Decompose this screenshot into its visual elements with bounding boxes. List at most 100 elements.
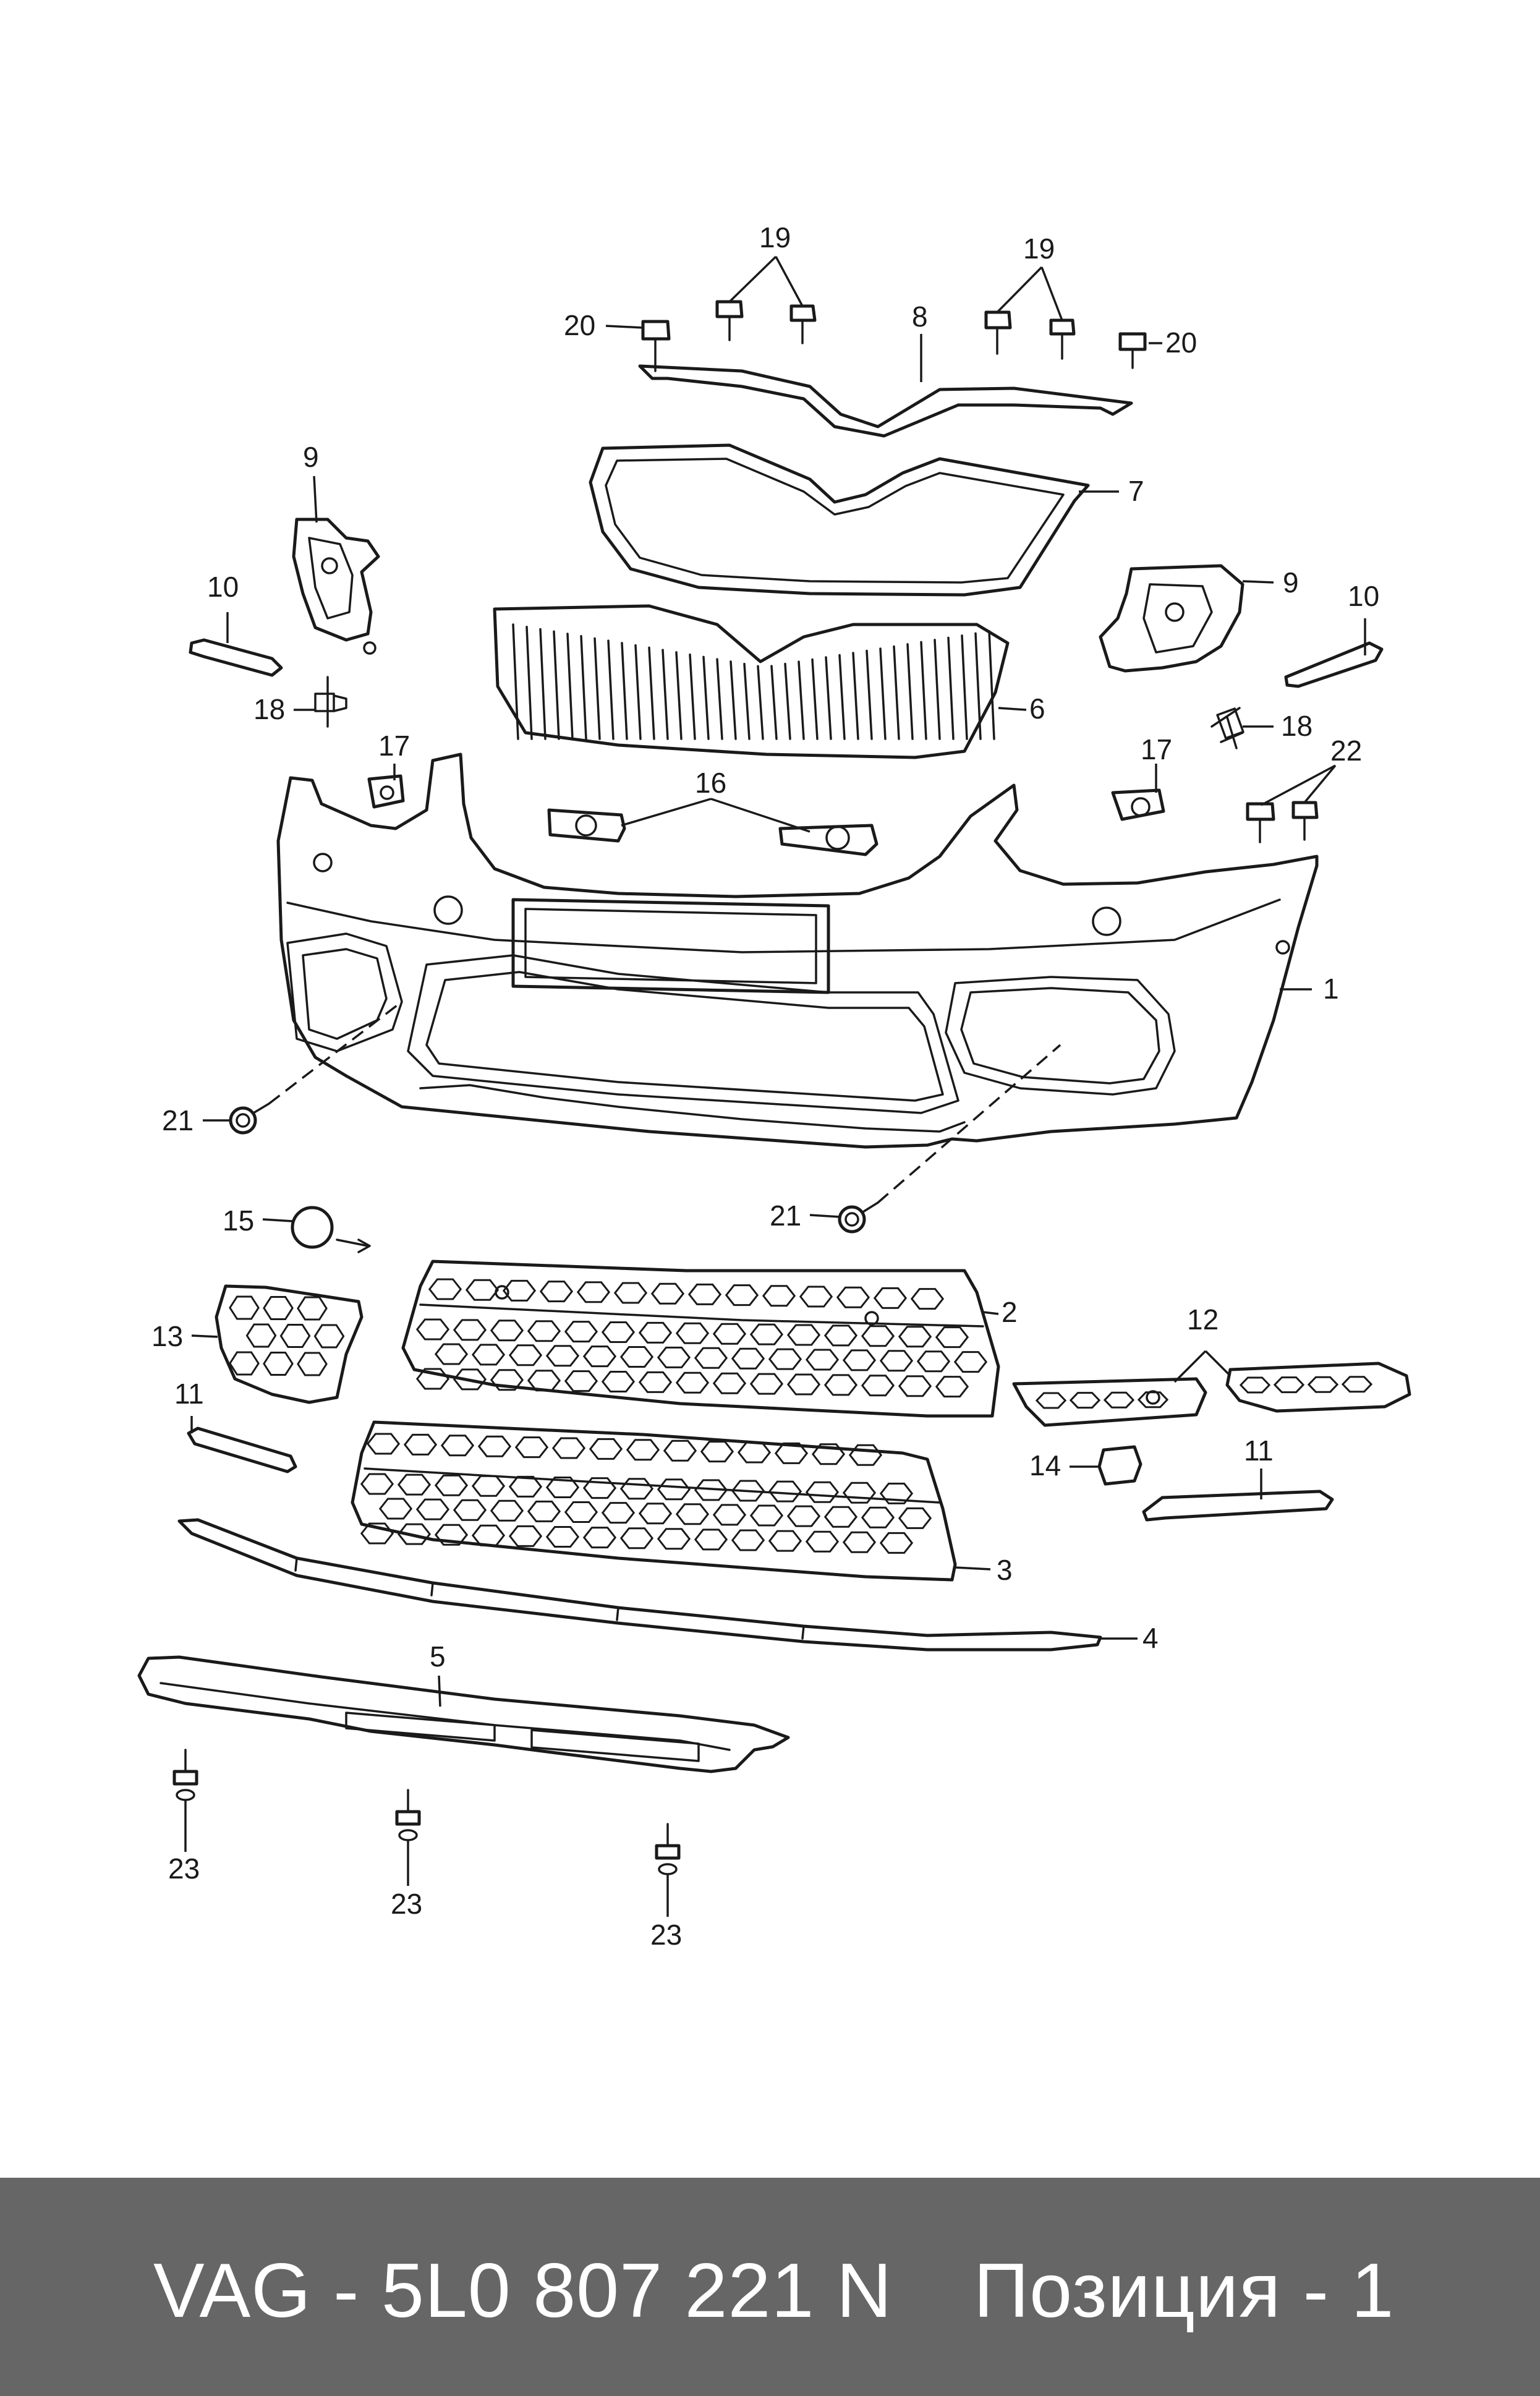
grille-cell (731, 1480, 765, 1502)
grille-cell (545, 1526, 580, 1548)
part-12-fog-cover-right (1225, 1362, 1411, 1413)
part-3-lower-grille (351, 1420, 957, 1582)
part-21-screw-left (229, 1102, 270, 1135)
grille-cell (712, 1323, 747, 1345)
fastener-20-right (1118, 332, 1147, 369)
grille-cell (953, 1351, 988, 1373)
grille-cell (601, 1371, 636, 1392)
grille-cell (471, 1524, 506, 1546)
part-14-insert (1097, 1445, 1142, 1486)
grille-cell (749, 1323, 784, 1345)
part-number-text: VAG - 5L0 807 221 N (153, 2248, 893, 2334)
part-17-nut-right (1111, 788, 1165, 821)
grille-slat (648, 646, 655, 740)
callout-1: 1 (1323, 973, 1339, 1005)
grille-slat (566, 633, 574, 740)
grille-cell (360, 1522, 394, 1545)
grille-cell (545, 1477, 580, 1498)
grille-cell (700, 1441, 734, 1463)
callout-9: 9 (303, 441, 319, 473)
grille-cell (836, 1286, 870, 1308)
grille-cell (626, 1439, 660, 1461)
fastener-19-right-b (1049, 318, 1076, 360)
callout-10: 10 (207, 571, 239, 603)
grille-cell (848, 1444, 883, 1466)
grille-cell (1239, 1376, 1271, 1394)
grille-cell (582, 1477, 617, 1499)
grille-cell (601, 1321, 636, 1343)
callout-19: 19 (759, 221, 791, 254)
grille-slat (662, 649, 669, 740)
grille-cell (731, 1347, 765, 1370)
grille-cell (619, 1527, 654, 1550)
grille-cell (229, 1295, 260, 1320)
grille-cell (898, 1326, 932, 1348)
callout-12: 12 (1187, 1303, 1219, 1336)
grille-cell (898, 1375, 932, 1397)
grille-slat (621, 642, 628, 740)
part-1-bumper-cover (276, 752, 1319, 1149)
grille-slat (947, 636, 955, 740)
callout-14: 14 (1029, 1449, 1061, 1482)
grille-slat (675, 651, 683, 740)
grille-cell (805, 1530, 840, 1553)
grille-cell (786, 1373, 821, 1396)
grille-cell (502, 1279, 537, 1302)
position-text: Позиция - 1 (974, 2248, 1395, 2334)
grille-cell (313, 1324, 345, 1349)
grille-cell (768, 1530, 802, 1552)
grille-cell (434, 1474, 469, 1496)
fastener-23-a (172, 1749, 198, 1801)
grille-slat (825, 656, 832, 740)
grille-cell (428, 1278, 462, 1300)
grille-cell (415, 1368, 450, 1390)
part-9-bracket-right (1099, 564, 1244, 673)
grille-cell (564, 1321, 598, 1343)
grille-cell (879, 1350, 914, 1372)
grille-cell (539, 1281, 574, 1303)
grille-cell (360, 1473, 394, 1495)
grille-cell (403, 1433, 438, 1456)
grille-cell (601, 1502, 636, 1524)
grille-slat (553, 630, 560, 740)
part-8-upper-bar (638, 364, 1133, 438)
part-12-fog-cover-left (1012, 1377, 1207, 1427)
grille-slat (906, 643, 914, 740)
callout-22: 22 (1330, 735, 1362, 767)
grille-cell (440, 1435, 475, 1457)
callout-9: 9 (1283, 566, 1299, 599)
grille-cell (378, 1498, 413, 1520)
grille-cell (564, 1370, 598, 1392)
grille-cell (694, 1347, 728, 1369)
grille-cell (1069, 1392, 1101, 1409)
part-10-strip-left (189, 638, 283, 677)
grille-cell (823, 1374, 858, 1396)
grille-slat (702, 655, 710, 740)
part-16-clips (547, 808, 878, 856)
callout-16: 16 (695, 767, 726, 799)
callout-8: 8 (912, 301, 928, 333)
grille-cell (842, 1482, 877, 1504)
callout-3: 3 (997, 1554, 1013, 1586)
footer-bar: VAG - 5L0 807 221 N Позиция - 1 (0, 2178, 1540, 2396)
callout-23: 23 (650, 1919, 682, 1951)
callout-21: 21 (770, 1200, 801, 1232)
grille-cell (762, 1285, 796, 1307)
grille-cell (657, 1346, 691, 1368)
grille-cell (613, 1282, 648, 1304)
grille-cell (805, 1349, 840, 1371)
grille-cell (229, 1351, 260, 1376)
grille-slat (811, 658, 819, 740)
callout-23: 23 (168, 1852, 200, 1885)
grille-cell (619, 1478, 654, 1500)
grille-cell (263, 1352, 294, 1376)
grille-cell (861, 1375, 895, 1397)
grille-slat (852, 652, 859, 740)
grille-cell (823, 1506, 858, 1528)
grille-slat (920, 641, 927, 740)
leader-lines (184, 255, 1366, 1917)
grille-cell (279, 1324, 311, 1348)
grille-cell (508, 1475, 543, 1498)
grille-cell (397, 1523, 432, 1545)
